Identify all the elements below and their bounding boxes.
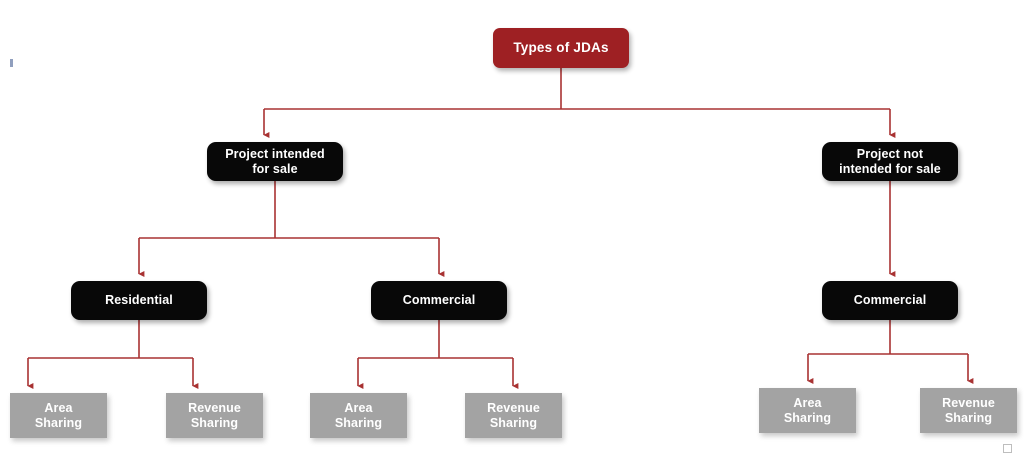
node-area-sharing-commercial-sale[interactable]: Area Sharing	[310, 393, 407, 438]
top-left-speck-artifact	[10, 59, 13, 67]
node-revenue-sharing-residential[interactable]: Revenue Sharing	[166, 393, 263, 438]
bottom-right-speck-artifact	[1003, 444, 1012, 453]
node-types-of-jdas[interactable]: Types of JDAs	[493, 28, 629, 68]
node-area-sharing-residential[interactable]: Area Sharing	[10, 393, 107, 438]
node-area-sharing-commercial-nosale[interactable]: Area Sharing	[759, 388, 856, 433]
node-project-not-intended-for-sale[interactable]: Project not intended for sale	[822, 142, 958, 181]
node-revenue-sharing-commercial-nosale[interactable]: Revenue Sharing	[920, 388, 1017, 433]
node-commercial-for-sale[interactable]: Commercial	[371, 281, 507, 320]
node-residential[interactable]: Residential	[71, 281, 207, 320]
node-project-intended-for-sale[interactable]: Project intended for sale	[207, 142, 343, 181]
node-commercial-not-for-sale[interactable]: Commercial	[822, 281, 958, 320]
node-revenue-sharing-commercial-sale[interactable]: Revenue Sharing	[465, 393, 562, 438]
